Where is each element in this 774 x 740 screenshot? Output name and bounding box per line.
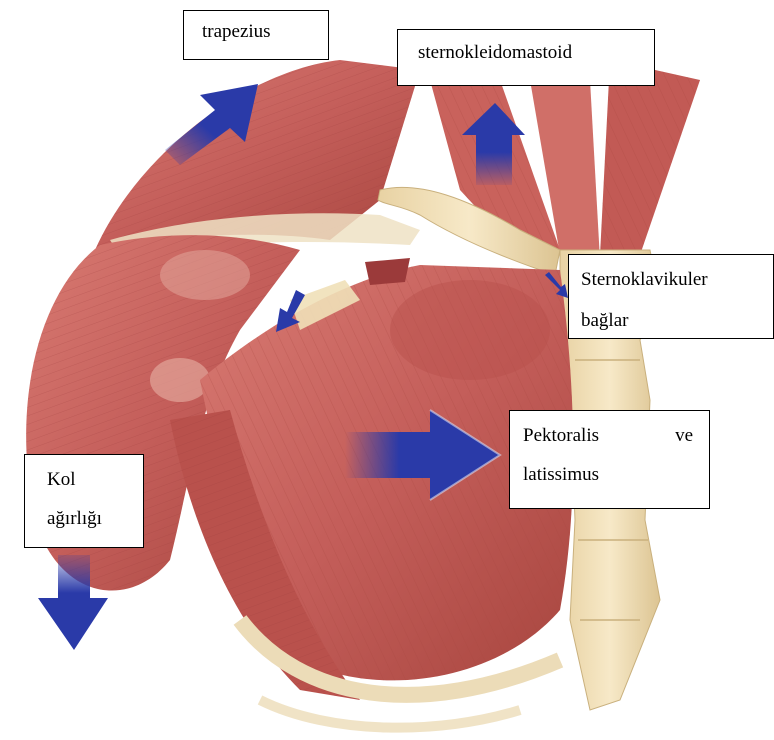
pectoralis-label-line1: Pektoralis ve [523, 425, 693, 448]
sternocleidomastoid-label-text: sternokleidomastoid [418, 42, 654, 65]
pectoralis-label-word2: ve [675, 425, 693, 448]
pectoralis-latissimus-label: Pektoralis ve latissimus [509, 410, 710, 509]
sternoclavicular-ligaments-label: Sternoklavikuler bağlar [568, 254, 774, 339]
pectoralis-label-word1: Pektoralis [523, 425, 599, 448]
trapezius-label-text: trapezius [202, 21, 328, 44]
pectoralis-label-line2: latissimus [523, 464, 709, 487]
arm-weight-label-line1: Kol [47, 469, 143, 492]
arm-weight-label: Kol ağırlığı [24, 454, 144, 548]
sternoclavicular-label-line1: Sternoklavikuler [581, 269, 773, 292]
sternocleidomastoid-label: sternokleidomastoid [397, 29, 655, 86]
trapezius-label: trapezius [183, 10, 329, 60]
sternoclavicular-label-line2: bağlar [581, 310, 773, 333]
arm-weight-label-line2: ağırlığı [47, 508, 143, 531]
